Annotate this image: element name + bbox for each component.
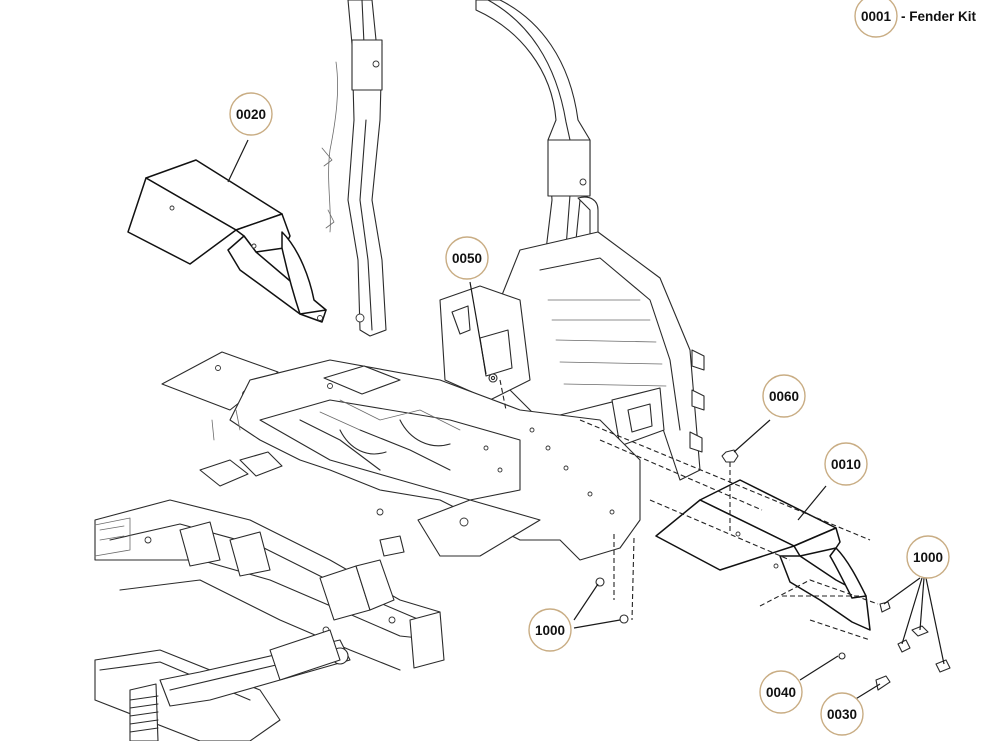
callout-label: 1000 (535, 623, 565, 638)
callout-0060: 0060 (762, 374, 806, 418)
nut-0050-part (488, 373, 498, 383)
kit-callout: 0001 - Fender Kit (854, 0, 977, 38)
callout-0040: 0040 (759, 670, 803, 714)
kit-callout-description: - Fender Kit (901, 9, 977, 24)
left-fender-part (127, 159, 327, 323)
callout-label: 0060 (769, 389, 799, 404)
kit-callout-bubble (854, 0, 898, 38)
leader-lines (227, 139, 945, 701)
callout-1000-left: 1000 (528, 608, 572, 652)
callout-0050: 0050 (445, 236, 489, 280)
callout-label: 0050 (452, 251, 482, 266)
nut-0060-part (721, 449, 739, 463)
kit-callout-number: 0001 (861, 9, 892, 24)
right-fender-part (655, 479, 871, 631)
callout-label: 0020 (236, 107, 266, 122)
callout-0030: 0030 (820, 692, 864, 736)
seat-box (439, 231, 705, 481)
callout-label: 1000 (913, 550, 943, 565)
callout-label: 0030 (827, 707, 857, 722)
front-frame (94, 451, 445, 741)
callout-0010: 0010 (824, 442, 868, 486)
callout-label: 0040 (766, 685, 796, 700)
main-frame (161, 351, 641, 561)
callout-0020: 0020 (229, 92, 273, 136)
callout-1000-right: 1000 (906, 535, 950, 579)
callout-label: 0010 (831, 457, 861, 472)
assembly-lines (499, 379, 879, 641)
